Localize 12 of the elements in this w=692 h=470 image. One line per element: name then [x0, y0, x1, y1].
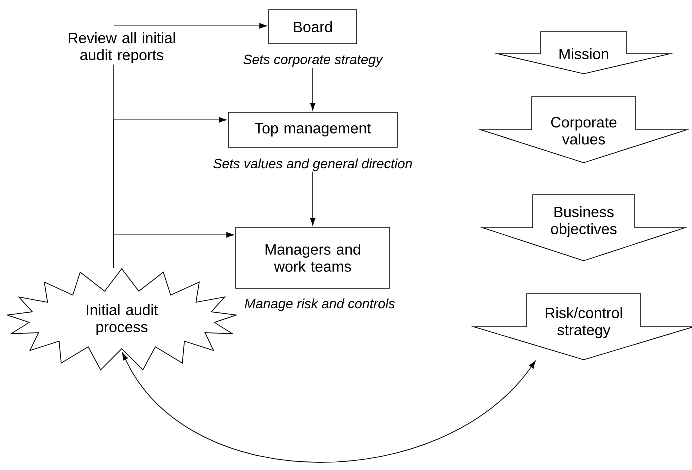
arrow	[310, 172, 316, 226]
caption-text: Manage risk and controls	[245, 298, 396, 312]
process-box: Managers and work teams	[236, 227, 390, 289]
process-box: Board	[268, 10, 358, 44]
arrow	[122, 352, 536, 463]
arrow	[310, 68, 316, 111]
note-text: Review all initial audit reports	[69, 32, 176, 64]
caption-text: Sets values and general direction	[214, 158, 412, 172]
process-box: Top management	[228, 112, 398, 148]
arrow	[114, 232, 234, 269]
arrow	[114, 23, 268, 29]
caption-text: Sets corporate strategy	[244, 54, 384, 68]
